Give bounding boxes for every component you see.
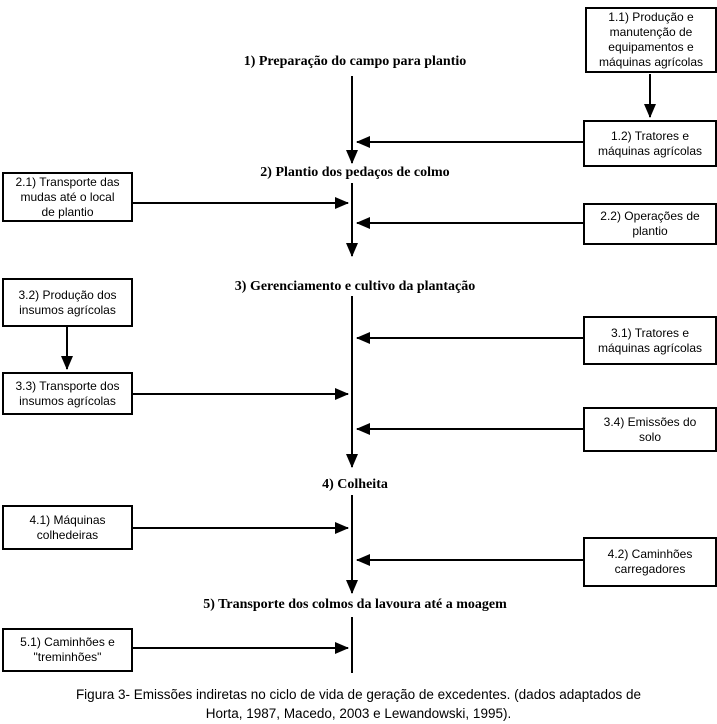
stage-2-heading: 2) Plantio dos pedaços de colmo (260, 165, 450, 180)
box-4-2: 4.2) Caminhões carregadores (583, 537, 717, 587)
box-2-2: 2.2) Operações de plantio (583, 203, 717, 245)
box-1-2: 1.2) Tratores e máquinas agrícolas (583, 120, 717, 167)
box-3-1: 3.1) Tratores e máquinas agrícolas (583, 316, 717, 365)
box-3-3: 3.3) Transporte dos insumos agrícolas (2, 372, 133, 415)
stage-4-heading: 4) Colheita (322, 477, 388, 492)
box-2-1: 2.1) Transporte das mudas até o local de… (2, 172, 133, 222)
stage-5-heading: 5) Transporte dos colmos da lavoura até … (203, 597, 507, 612)
box-1-1: 1.1) Produção e manutenção de equipament… (585, 7, 717, 73)
box-5-1: 5.1) Caminhões e "treminhões" (2, 628, 133, 672)
box-3-2: 3.2) Produção dos insumos agrícolas (2, 278, 133, 327)
box-4-1: 4.1) Máquinas colhedeiras (2, 505, 133, 550)
stage-1-heading: 1) Preparação do campo para plantio (243, 54, 467, 69)
stage-3-heading: 3) Gerenciamento e cultivo da plantação (234, 279, 476, 294)
box-3-4: 3.4) Emissões do solo (583, 407, 717, 452)
figure-caption: Figura 3- Emissões indiretas no ciclo de… (75, 687, 642, 721)
